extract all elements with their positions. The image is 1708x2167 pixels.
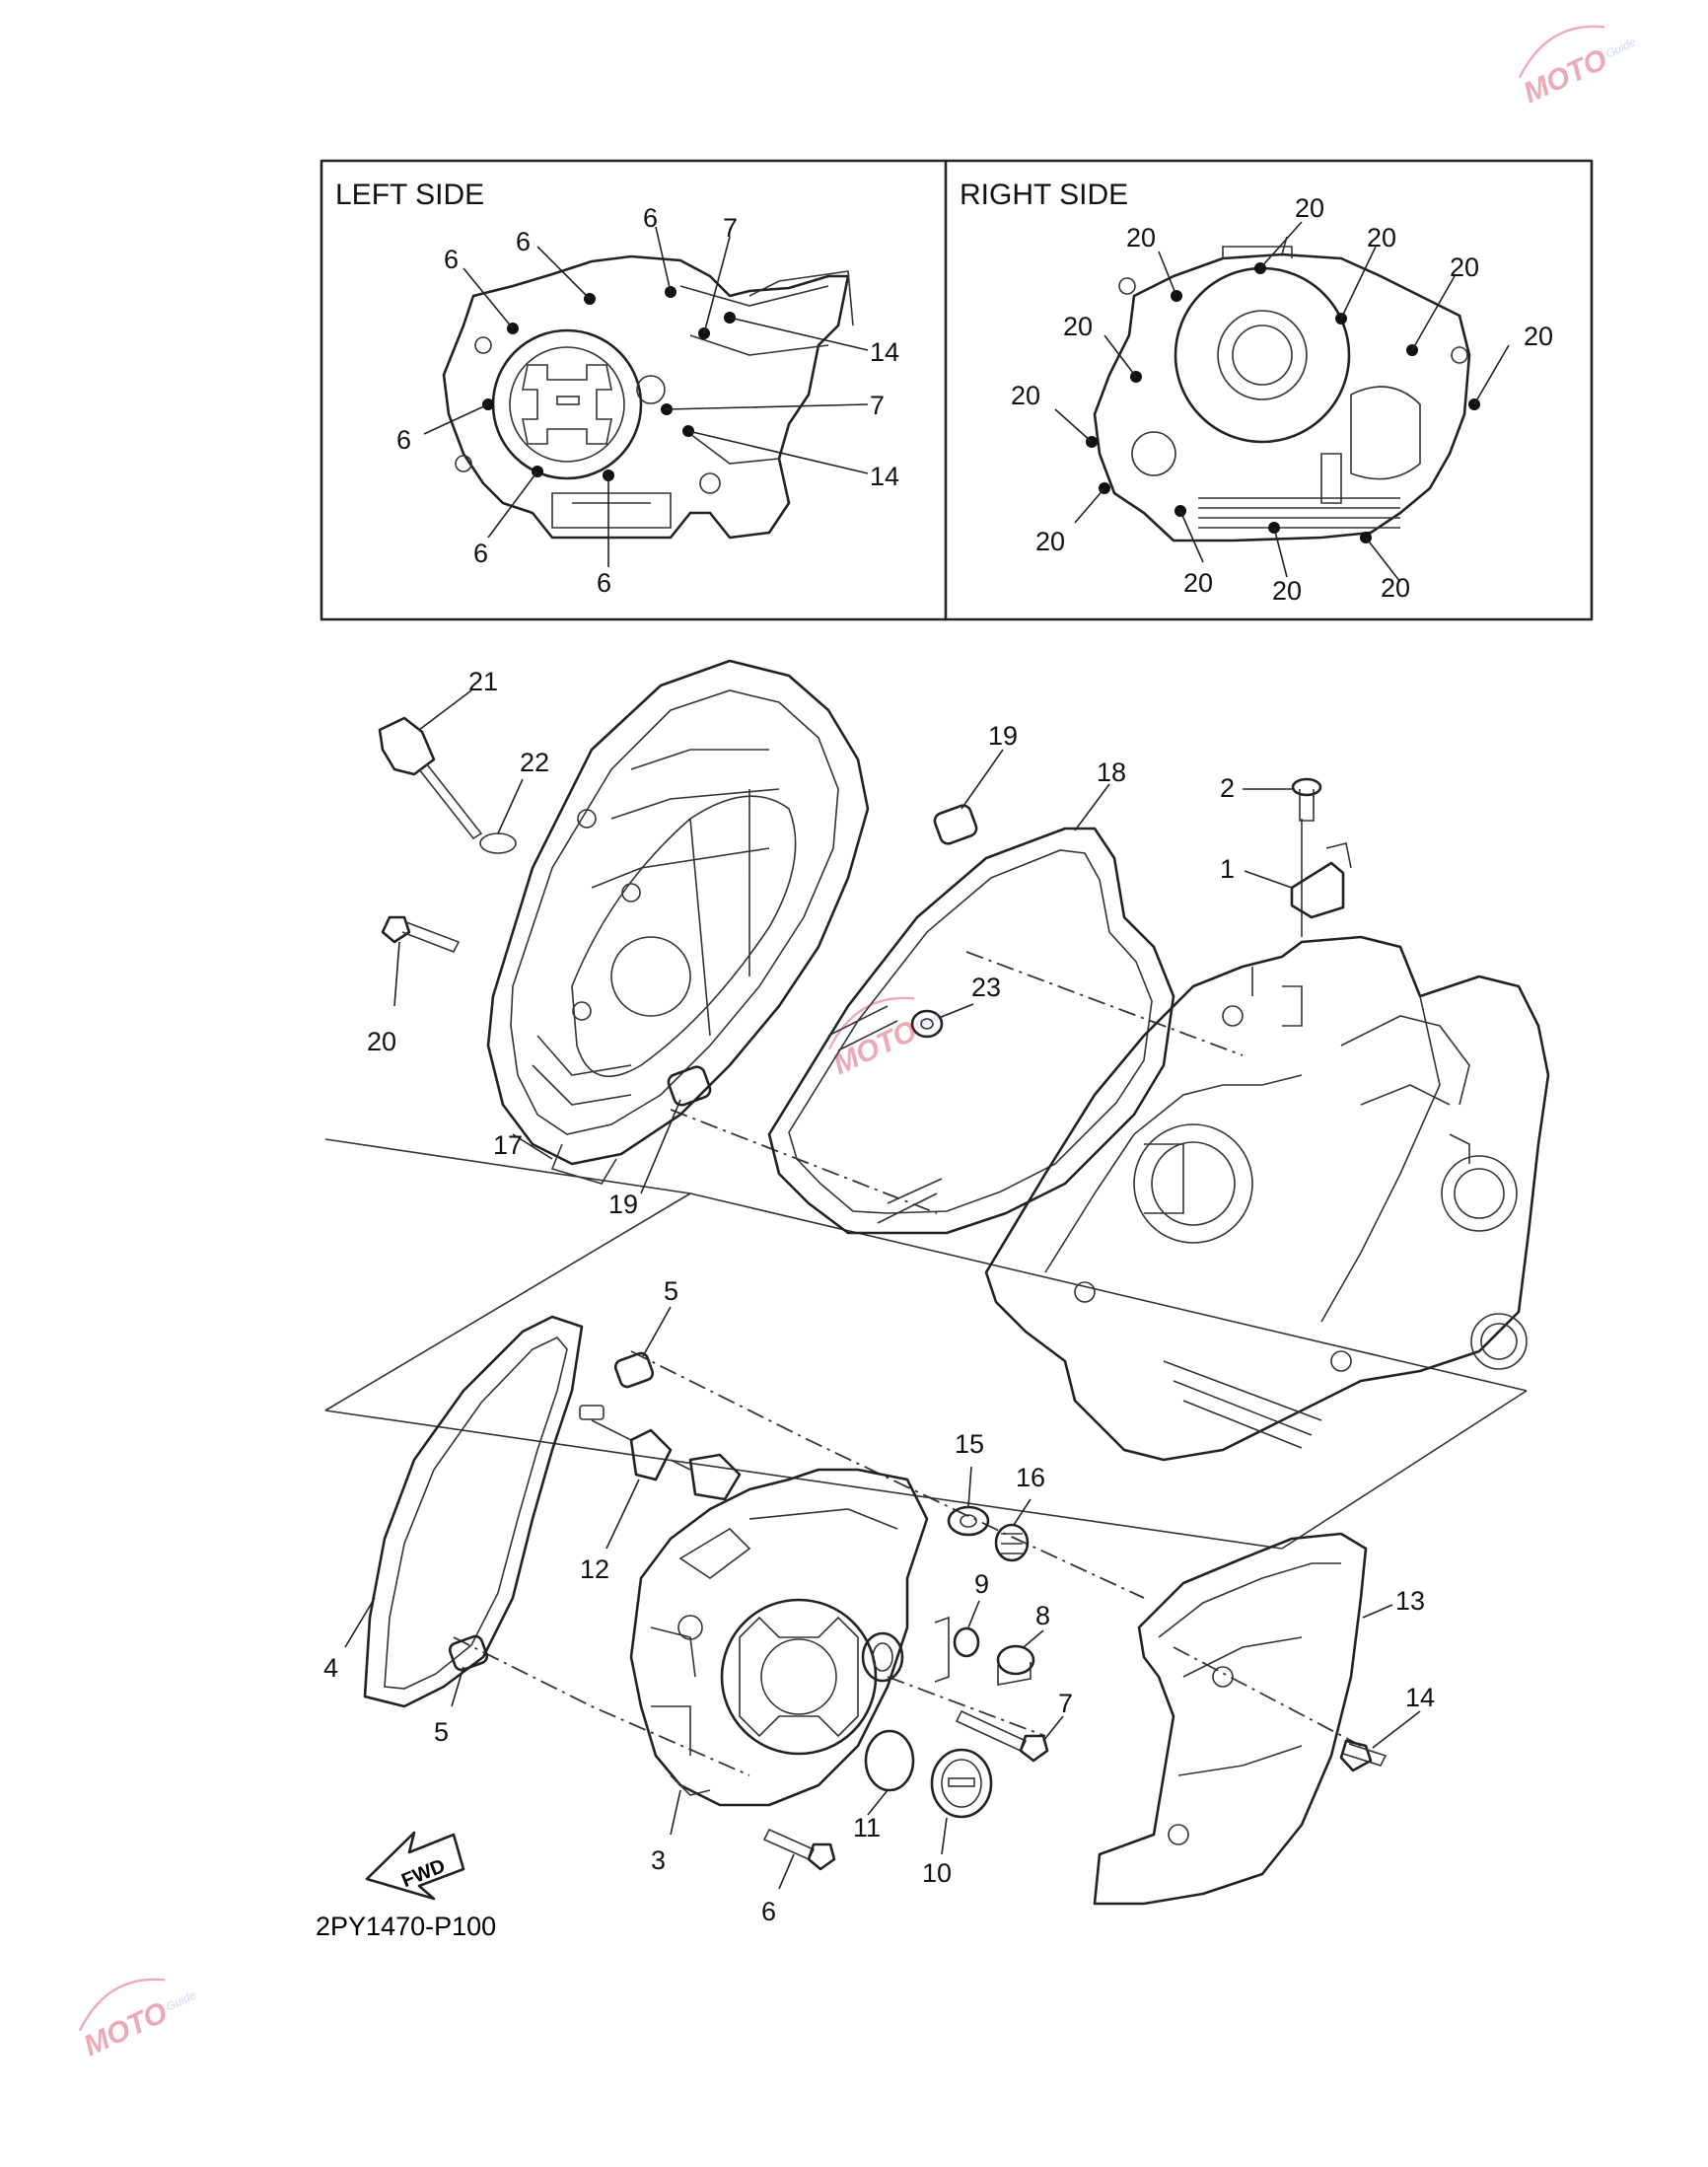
callout-5: 5 bbox=[664, 1276, 678, 1306]
callout-14: 14 bbox=[870, 337, 899, 367]
callout-23: 23 bbox=[971, 973, 1001, 1002]
right-side-title: RIGHT SIDE bbox=[960, 179, 1128, 211]
bolt-2-drawing bbox=[1291, 777, 1322, 822]
callout-6: 6 bbox=[473, 539, 488, 568]
callout-13: 13 bbox=[1395, 1586, 1425, 1616]
right-side-bolt-dots bbox=[1086, 262, 1480, 543]
callout-6: 6 bbox=[761, 1897, 776, 1926]
callout-18: 18 bbox=[1097, 758, 1126, 787]
callout-6: 6 bbox=[444, 245, 459, 274]
watermark-logo-top-right: MOTO Guide bbox=[1518, 25, 1638, 110]
plug-8-drawing bbox=[996, 1644, 1035, 1686]
bracket-1-drawing bbox=[1290, 842, 1352, 919]
callout-4: 4 bbox=[323, 1653, 338, 1683]
callout-20: 20 bbox=[1272, 576, 1302, 606]
callout-8: 8 bbox=[1035, 1601, 1050, 1630]
svg-text:Guide: Guide bbox=[1603, 35, 1638, 60]
callout-20: 20 bbox=[367, 1027, 396, 1056]
oring-11-drawing bbox=[864, 1729, 915, 1792]
callout-20: 20 bbox=[1450, 253, 1479, 282]
left-crankcase-cover-drawing bbox=[486, 659, 870, 1185]
right-crankcase-cover-drawing bbox=[629, 1468, 929, 1807]
cap-10-drawing bbox=[930, 1748, 993, 1819]
left-side-leader-lines bbox=[423, 226, 869, 567]
fwd-label: FWD bbox=[398, 1855, 448, 1892]
callout-20: 20 bbox=[1381, 573, 1410, 603]
callout-10: 10 bbox=[922, 1858, 952, 1888]
collar-23-drawing bbox=[910, 1009, 944, 1039]
svg-text:Guide: Guide bbox=[164, 1987, 198, 2013]
svg-text:MOTO: MOTO bbox=[79, 1996, 173, 2063]
callout-3: 3 bbox=[651, 1845, 666, 1875]
callout-14: 14 bbox=[1405, 1683, 1435, 1712]
callout-6: 6 bbox=[396, 425, 411, 455]
detail-panels-frame bbox=[320, 159, 1594, 621]
callout-20: 20 bbox=[1126, 223, 1156, 253]
bolt-6-drawing bbox=[762, 1828, 836, 1871]
sensor-12-drawing bbox=[579, 1405, 742, 1501]
callout-6: 6 bbox=[597, 568, 611, 598]
callout-20: 20 bbox=[1035, 527, 1065, 556]
callout-20: 20 bbox=[1183, 568, 1213, 598]
callout-6: 6 bbox=[643, 203, 658, 233]
right-side-leader-lines bbox=[1054, 221, 1510, 583]
left-side-engine-drawing bbox=[442, 254, 854, 540]
callout-20: 20 bbox=[1367, 223, 1396, 253]
svg-text:MOTO: MOTO bbox=[1519, 43, 1612, 110]
callout-1: 1 bbox=[1220, 854, 1235, 884]
seal-15-drawing bbox=[947, 1505, 990, 1537]
callout-22: 22 bbox=[520, 748, 549, 777]
dowel-5-upper bbox=[613, 1351, 655, 1389]
diagram-code: 2PY1470-P100 bbox=[316, 1912, 496, 1941]
left-side-bolt-dots bbox=[482, 286, 736, 481]
bolt-20-drawing bbox=[381, 915, 461, 954]
right-side-engine-drawing bbox=[1093, 236, 1471, 542]
callout-19: 19 bbox=[988, 721, 1018, 751]
callout-7: 7 bbox=[723, 213, 738, 243]
bolt-7-drawing bbox=[955, 1709, 1049, 1763]
callout-16: 16 bbox=[1016, 1463, 1045, 1492]
callout-15: 15 bbox=[955, 1429, 984, 1459]
watermark-logo-bottom-left: MOTO Guide bbox=[78, 1978, 198, 2063]
fwd-arrow-icon bbox=[365, 1831, 465, 1901]
sprocket-cover-13-drawing bbox=[1093, 1532, 1368, 1906]
oring-9-drawing bbox=[953, 1626, 980, 1658]
callout-21: 21 bbox=[468, 667, 498, 696]
callout-19: 19 bbox=[608, 1190, 638, 1219]
watermark-logo-center: MOTO Guide bbox=[827, 996, 948, 1082]
callout-9: 9 bbox=[974, 1569, 989, 1599]
callout-12: 12 bbox=[580, 1554, 609, 1584]
callout-14: 14 bbox=[870, 462, 899, 491]
left-side-title: LEFT SIDE bbox=[335, 179, 484, 211]
callout-20: 20 bbox=[1063, 312, 1093, 341]
dowel-19-lower bbox=[667, 1065, 712, 1107]
callout-5: 5 bbox=[434, 1717, 449, 1747]
callout-2: 2 bbox=[1220, 773, 1235, 803]
svg-text:MOTO: MOTO bbox=[828, 1015, 922, 1082]
bushing-16-drawing bbox=[994, 1523, 1030, 1562]
bracket-line-9 bbox=[934, 1616, 950, 1683]
dipstick-drawing bbox=[378, 716, 517, 854]
gasket-4-drawing bbox=[363, 1315, 584, 1708]
callout-20: 20 bbox=[1524, 322, 1553, 351]
crankcase-drawing bbox=[984, 935, 1550, 1462]
callout-20: 20 bbox=[1295, 193, 1324, 223]
callout-11: 11 bbox=[853, 1813, 881, 1842]
main-leader-lines bbox=[344, 689, 1421, 1890]
callout-17: 17 bbox=[493, 1130, 523, 1160]
dowel-5-lower bbox=[448, 1634, 489, 1672]
callout-6: 6 bbox=[516, 227, 531, 256]
dowel-19-upper bbox=[933, 804, 978, 845]
callout-20: 20 bbox=[1011, 381, 1040, 410]
callout-7: 7 bbox=[870, 391, 885, 420]
bolt-14-drawing bbox=[1339, 1739, 1388, 1772]
callout-7: 7 bbox=[1058, 1689, 1073, 1718]
assembly-center-lines bbox=[324, 819, 1528, 1776]
